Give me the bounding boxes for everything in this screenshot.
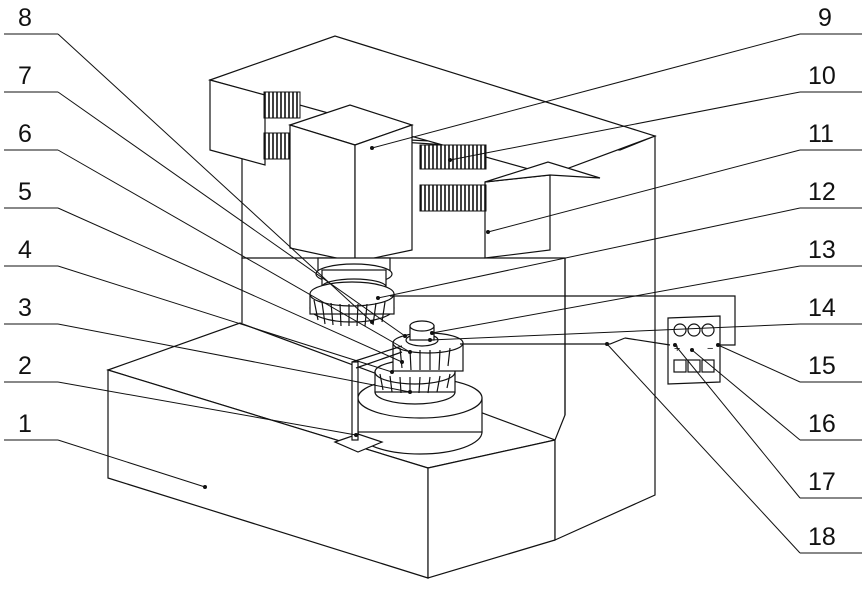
leader-dot-9 bbox=[370, 146, 374, 150]
callout-label-1: 1 bbox=[18, 410, 32, 438]
callout-label-16: 16 bbox=[808, 410, 836, 438]
callout-label-13: 13 bbox=[808, 236, 836, 264]
callout-label-6: 6 bbox=[18, 120, 32, 148]
callout-label-11: 11 bbox=[808, 120, 834, 148]
leader-dot-18 bbox=[605, 342, 609, 346]
spindle-head bbox=[290, 105, 412, 295]
leader-dot-13 bbox=[430, 331, 434, 335]
leader-dot-14 bbox=[428, 338, 432, 342]
callout-label-17: 17 bbox=[808, 468, 836, 496]
callout-label-3: 3 bbox=[18, 294, 32, 322]
leader-dot-4 bbox=[390, 370, 394, 374]
callout-label-18: 18 bbox=[808, 523, 836, 551]
leader-dot-16 bbox=[690, 348, 694, 352]
workpiece-gear bbox=[358, 321, 482, 454]
leader-dot-7 bbox=[403, 334, 407, 338]
leader-line-16 bbox=[692, 350, 800, 440]
leader-dot-10 bbox=[448, 158, 452, 162]
leader-dot-8 bbox=[370, 320, 374, 324]
callout-label-12: 12 bbox=[808, 178, 836, 206]
leader-dot-1 bbox=[203, 485, 207, 489]
base-block bbox=[108, 323, 555, 578]
callout-label-5: 5 bbox=[18, 178, 32, 206]
leader-dot-11 bbox=[486, 230, 490, 234]
callout-label-7: 7 bbox=[18, 62, 32, 90]
leader-dot-5 bbox=[400, 360, 404, 364]
callout-label-8: 8 bbox=[18, 4, 32, 32]
callout-label-14: 14 bbox=[808, 294, 836, 322]
leader-dot-2 bbox=[354, 433, 358, 437]
minus-sign: − bbox=[707, 343, 713, 355]
leader-dot-15 bbox=[716, 343, 720, 347]
leader-line-17 bbox=[675, 345, 800, 498]
leader-dot-6 bbox=[408, 350, 412, 354]
leader-dot-3 bbox=[408, 390, 412, 394]
callout-label-10: 10 bbox=[808, 62, 836, 90]
callout-label-4: 4 bbox=[18, 236, 32, 264]
leader-line-15 bbox=[718, 345, 800, 382]
callout-label-15: 15 bbox=[808, 352, 836, 380]
callout-label-2: 2 bbox=[18, 352, 32, 380]
labels-right: 9 10 11 12 13 14 15 16 17 18 bbox=[808, 4, 836, 551]
leader-dot-17 bbox=[673, 343, 677, 347]
labels-left: 8 7 6 5 4 3 2 1 bbox=[18, 4, 32, 438]
callout-label-9: 9 bbox=[818, 4, 832, 32]
leader-dot-12 bbox=[376, 296, 380, 300]
